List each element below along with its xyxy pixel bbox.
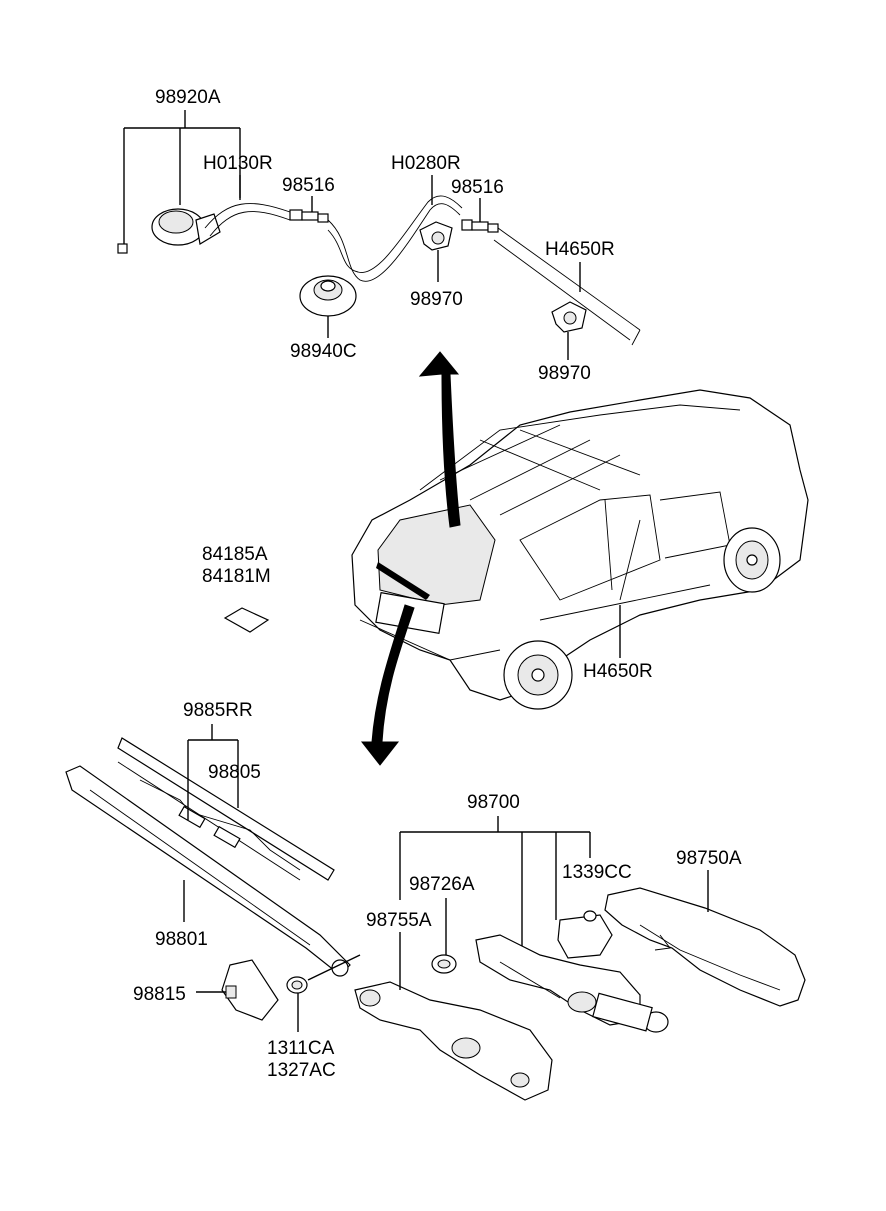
label-H0130R: H0130R <box>203 153 273 174</box>
front-wheel <box>723 527 781 593</box>
washer-hose-assembly <box>117 110 641 360</box>
label-98920A: 98920A <box>155 87 221 108</box>
label-84185A: 84185A <box>202 544 268 565</box>
part-labels: 98920A H0130R 98516 H0280R 98516 H4650R … <box>133 87 742 1081</box>
vehicle-illustration <box>223 351 809 766</box>
clip-98970-b <box>551 301 587 333</box>
label-9885RR: 9885RR <box>183 700 253 721</box>
label-H4650R-top: H4650R <box>545 239 615 260</box>
grommet-98920A <box>117 243 128 254</box>
wiper-assembly <box>65 724 806 1101</box>
label-1339CC: 1339CC <box>562 862 632 883</box>
label-H4650R-car: H4650R <box>583 661 653 682</box>
label-98516-a: 98516 <box>282 175 335 196</box>
label-84181M: 84181M <box>202 566 271 587</box>
arm-cover-98815 <box>221 959 279 1021</box>
grommet-98940C <box>299 275 357 317</box>
rear-wheel <box>503 640 573 710</box>
label-98815: 98815 <box>133 984 186 1005</box>
up-arrow <box>418 351 461 528</box>
nut-1311CA <box>286 976 308 994</box>
clip-98970-a <box>419 221 453 251</box>
washer-nozzle-98920A <box>151 208 221 246</box>
grommet-98726A <box>431 954 457 974</box>
connector-98516-a <box>289 209 329 223</box>
bolt-1339CC <box>583 910 597 922</box>
label-98700: 98700 <box>467 792 520 813</box>
label-98805: 98805 <box>208 762 261 783</box>
wiper-blade-98805 <box>117 737 335 881</box>
label-sticker <box>223 607 270 633</box>
motor-cover-98750A <box>604 887 806 1007</box>
label-98970-b: 98970 <box>538 363 591 384</box>
wiper-motor-98700 <box>475 914 669 1033</box>
label-98516-b: 98516 <box>451 177 504 198</box>
label-1311CA: 1311CA <box>267 1038 335 1059</box>
label-1327AC: 1327AC <box>267 1060 336 1081</box>
label-H0280R: H0280R <box>391 153 461 174</box>
label-98755A: 98755A <box>366 910 432 931</box>
label-98940C: 98940C <box>290 341 357 362</box>
wiper-arm-98801 <box>65 765 351 977</box>
label-98750A: 98750A <box>676 848 742 869</box>
label-98726A: 98726A <box>409 874 475 895</box>
label-98801: 98801 <box>155 929 208 950</box>
down-arrow <box>360 604 415 766</box>
label-98970-a: 98970 <box>410 289 463 310</box>
gasket-98755A <box>354 981 553 1101</box>
